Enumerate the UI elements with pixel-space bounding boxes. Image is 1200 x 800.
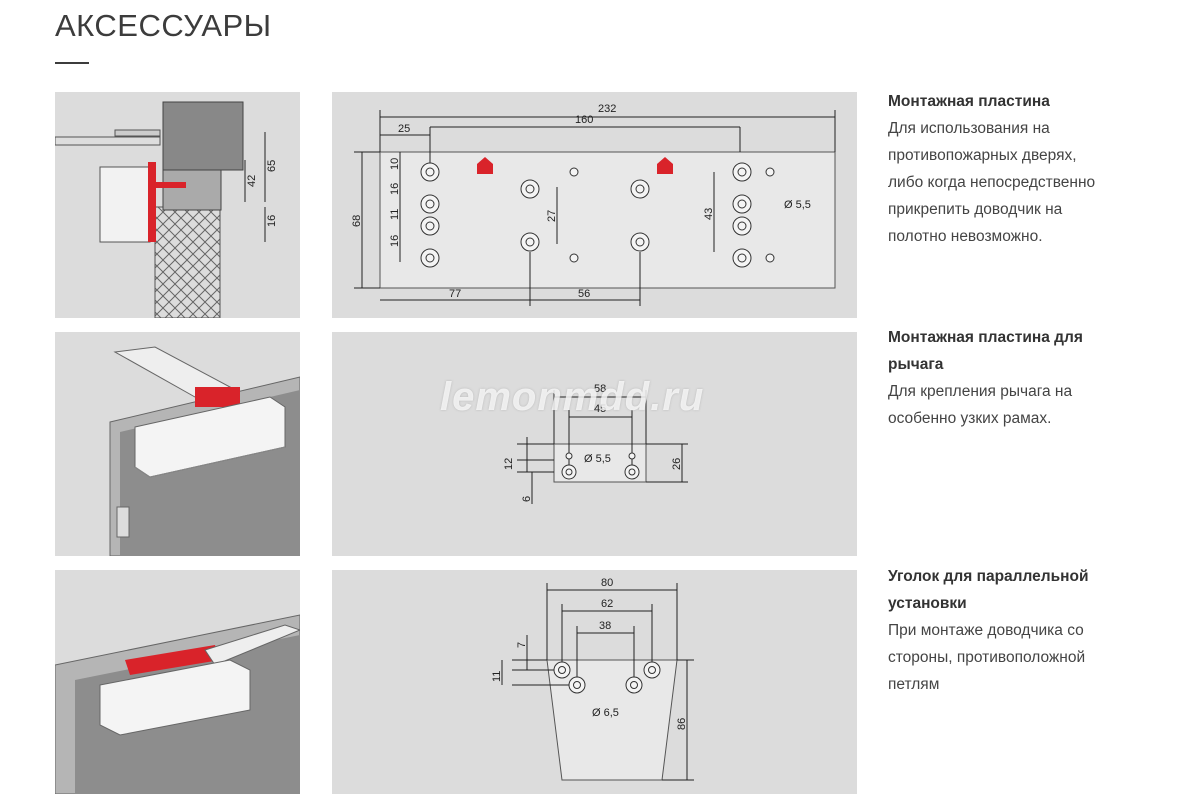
lever-plate-drawing: 58 45 12 Ø 5,5 26 6 [332, 332, 857, 556]
side-dim-c: 16 [266, 215, 278, 227]
item-2-text-line: особенно узких рамах. [888, 410, 1052, 427]
dim-86: 86 [676, 718, 688, 730]
item-1-text-line: либо когда непосредственно [888, 174, 1096, 191]
parallel-bracket-drawing: 80 62 38 7 11 Ø 6,5 86 [332, 570, 857, 794]
item-2-text-line: Для крепления рычага на [888, 383, 1073, 400]
dim-16b: 16 [389, 235, 401, 247]
dim-68: 68 [351, 215, 363, 227]
dim-77: 77 [449, 288, 461, 300]
item-2-description: Монтажная пластина для рычага Для крепле… [888, 324, 1188, 432]
item-2-heading-line: Монтажная пластина для [888, 329, 1083, 346]
dim-38: 38 [599, 620, 611, 632]
dim-160: 160 [575, 114, 593, 126]
dim-10: 10 [389, 158, 401, 170]
item-3-text-line: стороны, противоположной [888, 649, 1086, 666]
item-2-heading-line: рычага [888, 356, 944, 373]
side-dim-b: 65 [266, 160, 278, 172]
dim-11b: 11 [491, 671, 503, 682]
dim-80: 80 [601, 577, 613, 589]
dim-16a: 16 [389, 183, 401, 195]
item-3-text-line: петлям [888, 676, 940, 693]
install-illustration-2 [55, 332, 300, 556]
install-illustration-3 [55, 570, 300, 794]
item-1-heading: Монтажная пластина [888, 93, 1050, 110]
item-1-text-line: Для использования на [888, 120, 1050, 137]
dim-11: 11 [389, 209, 401, 220]
title-underline [55, 62, 89, 64]
item-3-description: Уголок для параллельной установки При мо… [888, 563, 1188, 698]
dim-7: 7 [516, 642, 528, 648]
dim-hole-55b: Ø 5,5 [584, 453, 611, 465]
dim-hole-55: Ø 5,5 [784, 199, 811, 211]
dim-232: 232 [598, 103, 616, 115]
dim-6: 6 [521, 496, 533, 502]
dim-25: 25 [398, 123, 410, 135]
item-3-text-line: При монтаже доводчика со [888, 622, 1084, 639]
dim-56: 56 [578, 288, 590, 300]
mounting-plate-drawing: 232 25 160 68 10 16 11 16 27 43 Ø 5,5 77… [332, 92, 857, 318]
watermark: lemonmdd.ru [440, 375, 705, 419]
dim-27: 27 [546, 210, 558, 222]
dim-62: 62 [601, 598, 613, 610]
side-dim-a: 42 [246, 175, 258, 187]
item-1-description: Монтажная пластина Для использования на … [888, 88, 1188, 250]
dim-45: 45 [594, 403, 606, 415]
dim-26: 26 [671, 458, 683, 470]
item-1-text-line: полотно невозможно. [888, 228, 1043, 245]
dim-58: 58 [594, 383, 606, 395]
page-title: АКСЕССУАРЫ [55, 8, 272, 43]
item-3-heading-line: Уголок для параллельной [888, 568, 1089, 585]
item-1-text-line: прикрепить доводчик на [888, 201, 1063, 218]
dim-hole-65: Ø 6,5 [592, 707, 619, 719]
dim-43: 43 [703, 208, 715, 220]
install-illustration-1: 42 65 16 [55, 92, 300, 318]
item-1-text-line: противопожарных дверях, [888, 147, 1077, 164]
dim-12: 12 [503, 458, 515, 470]
item-3-heading-line: установки [888, 595, 967, 612]
